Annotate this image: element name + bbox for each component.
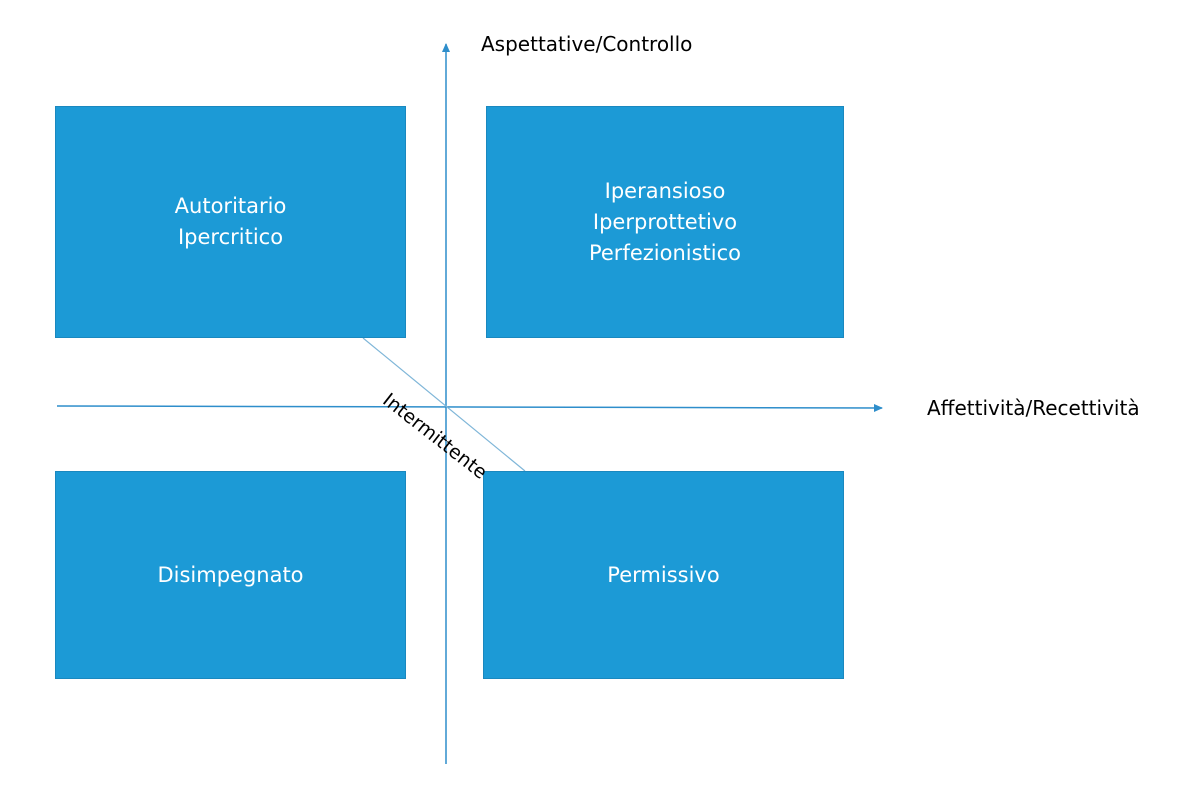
quadrant-bottom-right-line-1: Permissivo [607, 562, 720, 587]
diagonal-line-upper [362, 337, 526, 472]
quadrant-top-left-line-2: Ipercritico [177, 225, 284, 249]
horizontal-axis-label: Affettività/Recettività [927, 396, 1140, 420]
quadrant-top-right-line-2: Iperprottetivo [592, 209, 738, 234]
quadrant-bottom-right: Permissivo [483, 471, 844, 679]
quadrant-top-right-line-1: Iperansioso [604, 178, 726, 203]
quadrant-top-left: Autoritario Ipercritico [55, 106, 406, 338]
vertical-axis-label: Aspettative/Controllo [481, 32, 693, 56]
quadrant-top-right: Iperansioso Iperprottetivo Perfezionisti… [486, 106, 844, 338]
quadrant-bottom-left: Disimpegnato [55, 471, 406, 679]
horizontal-axis [56, 403, 883, 412]
quadrant-top-left-line-1: Autoritario [174, 194, 287, 218]
quadrant-top-right-line-3: Perfezionistico [588, 240, 742, 265]
quadrant-bottom-left-line-1: Disimpegnato [157, 562, 304, 587]
